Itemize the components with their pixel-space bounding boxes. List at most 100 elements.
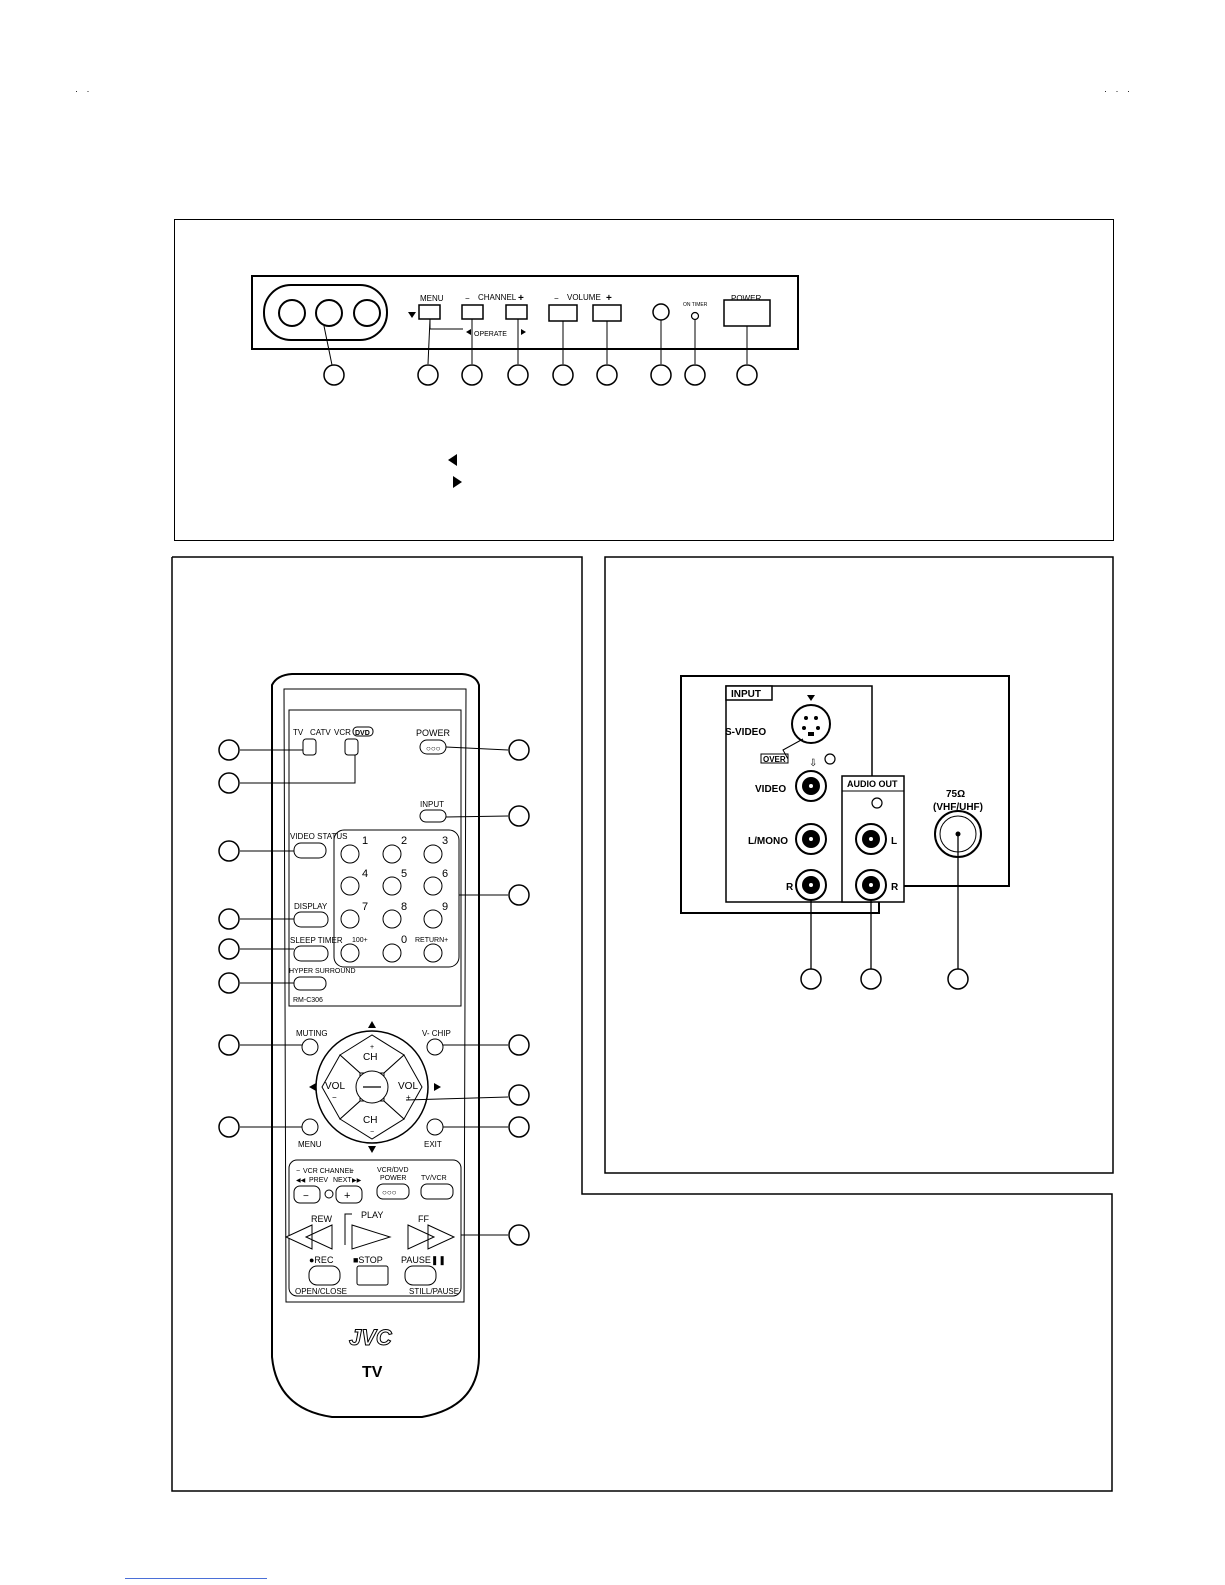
callout-circle (650, 364, 672, 386)
muting-label: MUTING (296, 1029, 328, 1038)
out-l-label: L (891, 836, 897, 847)
g-shape (218, 739, 530, 1246)
circle-shape (340, 876, 360, 896)
volume-label: VOLUME (567, 293, 601, 302)
pause-button (404, 1265, 437, 1286)
rect-shape (808, 732, 814, 736)
tv-vcr-label: TV/VCR (421, 1175, 447, 1182)
front-channel-plus-button (505, 304, 528, 320)
on-timer-indicator (690, 311, 700, 321)
tv-catv-switch (302, 738, 317, 756)
vol-up-key (383, 1054, 423, 1120)
rect-shape (725, 685, 773, 701)
callout-circle (507, 364, 529, 386)
sensor-window-2 (315, 299, 343, 327)
mode-dvd-label: DVD (355, 730, 370, 737)
power-label: POWER (731, 294, 761, 303)
circle-shape (382, 909, 402, 929)
text-shape: − (332, 1093, 337, 1102)
circle-shape (218, 972, 240, 994)
corner-mark-left: · · (75, 86, 93, 96)
left-triangle-icon (448, 454, 457, 466)
pause-label: PAUSE❚❚ (401, 1255, 446, 1266)
polyline-shape (782, 738, 804, 760)
callout-circle (596, 364, 618, 386)
line-shape (405, 1096, 509, 1101)
menu-button (301, 1118, 319, 1136)
video-status-button (293, 842, 327, 859)
corner-mark-right: · · · (1104, 86, 1133, 96)
g-shape (323, 318, 748, 366)
volume-plus-label: + (606, 293, 612, 304)
circle-shape (800, 968, 822, 990)
jvc-logo: JVC (349, 1325, 393, 1350)
prev-label: PREV (309, 1177, 328, 1184)
down-arrow-icon (408, 312, 416, 318)
polyline-shape (240, 755, 356, 784)
digit-0: 0 (401, 934, 407, 946)
polygon-shape (368, 1146, 376, 1153)
sleep-timer-label: SLEEP TIMER (290, 936, 343, 945)
circle-shape (947, 968, 969, 990)
line-shape (323, 325, 333, 366)
input-label: INPUT (731, 689, 761, 700)
vol-down-key (321, 1054, 361, 1120)
remote-diagram: TV CATV VCR DVD POWER ○○○ INPUT VIDEO ST… (218, 673, 530, 1418)
polygon-shape (368, 1021, 376, 1028)
line-shape (445, 815, 509, 818)
remote-input-button (419, 809, 447, 823)
circle-shape (340, 844, 360, 864)
callout-circle (684, 364, 706, 386)
line-shape (445, 746, 509, 751)
circle-shape (218, 739, 240, 761)
out-r-label: R (891, 882, 899, 893)
input-r-label: R (786, 882, 794, 893)
rew-label: REW (311, 1214, 333, 1224)
display-button (293, 911, 329, 928)
menu-label: MENU (420, 294, 444, 303)
circle-shape (869, 837, 873, 841)
circle-shape (218, 772, 240, 794)
text-shape: − (303, 1191, 309, 1202)
sleep-timer-button (293, 945, 329, 962)
g-shape (809, 784, 873, 887)
over-label: OVER (763, 755, 786, 764)
text-shape: ⇩ (809, 758, 817, 769)
g-shape (802, 716, 820, 730)
g-shape (810, 834, 959, 969)
keypad-area (333, 829, 460, 968)
on-timer-label: ON TIMER (683, 302, 708, 308)
g-shape (321, 1034, 423, 1140)
ch-up-label: CH (363, 1052, 377, 1063)
rect-shape (352, 726, 374, 737)
v-chip-button (426, 1038, 444, 1056)
channel-label: CHANNEL (478, 293, 517, 302)
sensor-window-3 (353, 299, 381, 327)
polyline-shape (344, 1213, 352, 1245)
play-button (351, 1224, 392, 1250)
footer-link-underline (125, 1578, 267, 1579)
remote-input-label: INPUT (420, 800, 444, 809)
muting-button (301, 1038, 319, 1056)
vcr-control-area (288, 1159, 462, 1297)
circle-shape (508, 1116, 530, 1138)
digit-9: 9 (442, 901, 448, 913)
polygon-shape (309, 1083, 316, 1091)
callout-circle (417, 364, 439, 386)
callout-circle (323, 364, 345, 386)
tv-logo: TV (362, 1364, 383, 1381)
play-label: PLAY (361, 1210, 383, 1220)
vcr-dvd-switch (344, 738, 359, 756)
stop-button (356, 1265, 389, 1286)
digit-return: RETURN+ (415, 937, 448, 944)
circle-shape (382, 844, 402, 864)
circle-shape (871, 797, 883, 809)
vcr-dvd-power-button (376, 1183, 410, 1200)
text-shape: ○○○ (382, 1188, 397, 1197)
circle-shape (423, 844, 443, 864)
operate-label: OPERATE (474, 331, 507, 338)
digit-8: 8 (401, 901, 407, 913)
remote-power-label: POWER (416, 728, 451, 738)
rec-label: ●REC (309, 1255, 334, 1265)
v-chip-label: V- CHIP (422, 1029, 451, 1038)
